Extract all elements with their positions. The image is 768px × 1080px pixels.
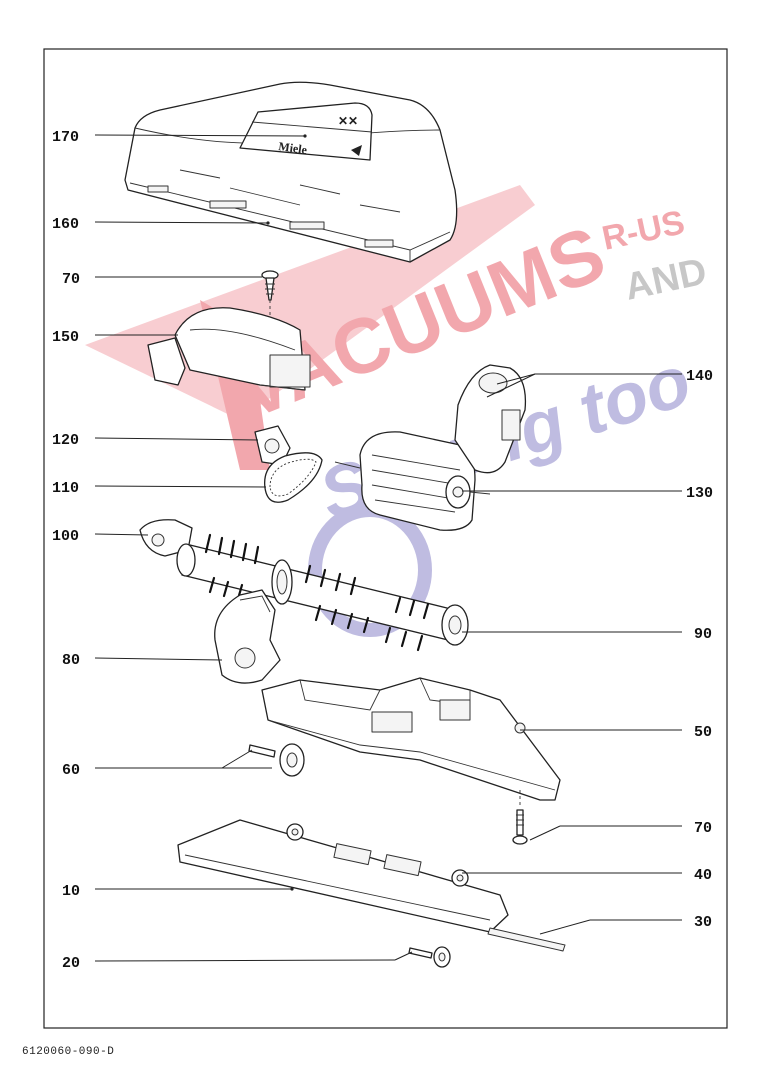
part-screw-70-bottom bbox=[512, 809, 528, 845]
watermark-text-rus: R-US bbox=[599, 203, 688, 257]
callout-60: 60 bbox=[62, 762, 80, 779]
part-drive-belt-110 bbox=[264, 452, 323, 503]
part-rod-30 bbox=[487, 927, 566, 952]
callout-40: 40 bbox=[694, 867, 712, 884]
watermark-text-and: AND bbox=[621, 251, 710, 309]
callout-20: 20 bbox=[62, 955, 80, 972]
part-base-frame-50 bbox=[261, 677, 561, 801]
drawing-code: 6120060-090-D bbox=[22, 1046, 115, 1058]
part-top-cover-160 bbox=[124, 81, 458, 263]
brand-logo-text: Miele bbox=[278, 139, 309, 157]
callout-140: 140 bbox=[686, 368, 713, 385]
part-motor-140 bbox=[454, 364, 527, 474]
callout-70-top: 70 bbox=[62, 271, 80, 288]
callout-150: 150 bbox=[52, 329, 79, 346]
part-screw-70-top bbox=[261, 270, 279, 301]
callout-170: 170 bbox=[52, 129, 79, 146]
part-side-housing-80 bbox=[214, 589, 281, 684]
callout-110: 110 bbox=[52, 480, 79, 497]
part-sole-plate-10 bbox=[177, 819, 509, 933]
triangle-arrow-icon bbox=[351, 145, 362, 156]
part-belt-cover-150 bbox=[147, 307, 311, 391]
part-end-cap-100 bbox=[139, 519, 193, 557]
callout-90: 90 bbox=[694, 626, 712, 643]
part-wheel-20 bbox=[408, 946, 451, 968]
callout-70-bottom: 70 bbox=[694, 820, 712, 837]
callout-80: 80 bbox=[62, 652, 80, 669]
callout-50: 50 bbox=[694, 724, 712, 741]
drawing-frame bbox=[43, 48, 728, 1029]
cross-arrows-icon: ✕✕ bbox=[338, 114, 358, 128]
part-fan-rotor-130 bbox=[334, 431, 491, 531]
callout-130: 130 bbox=[686, 485, 713, 502]
part-wheel-60 bbox=[248, 743, 305, 777]
callout-10: 10 bbox=[62, 883, 80, 900]
callout-labels: 170 160 70 150 120 110 100 80 60 10 20 1… bbox=[52, 129, 713, 972]
callout-160: 160 bbox=[52, 216, 79, 233]
part-brush-roller-90 bbox=[176, 533, 469, 652]
roller-bristles bbox=[204, 533, 430, 652]
callout-30: 30 bbox=[694, 914, 712, 931]
callout-120: 120 bbox=[52, 432, 79, 449]
part-brand-panel-170: Miele ✕✕ bbox=[239, 102, 373, 161]
callout-100: 100 bbox=[52, 528, 79, 545]
